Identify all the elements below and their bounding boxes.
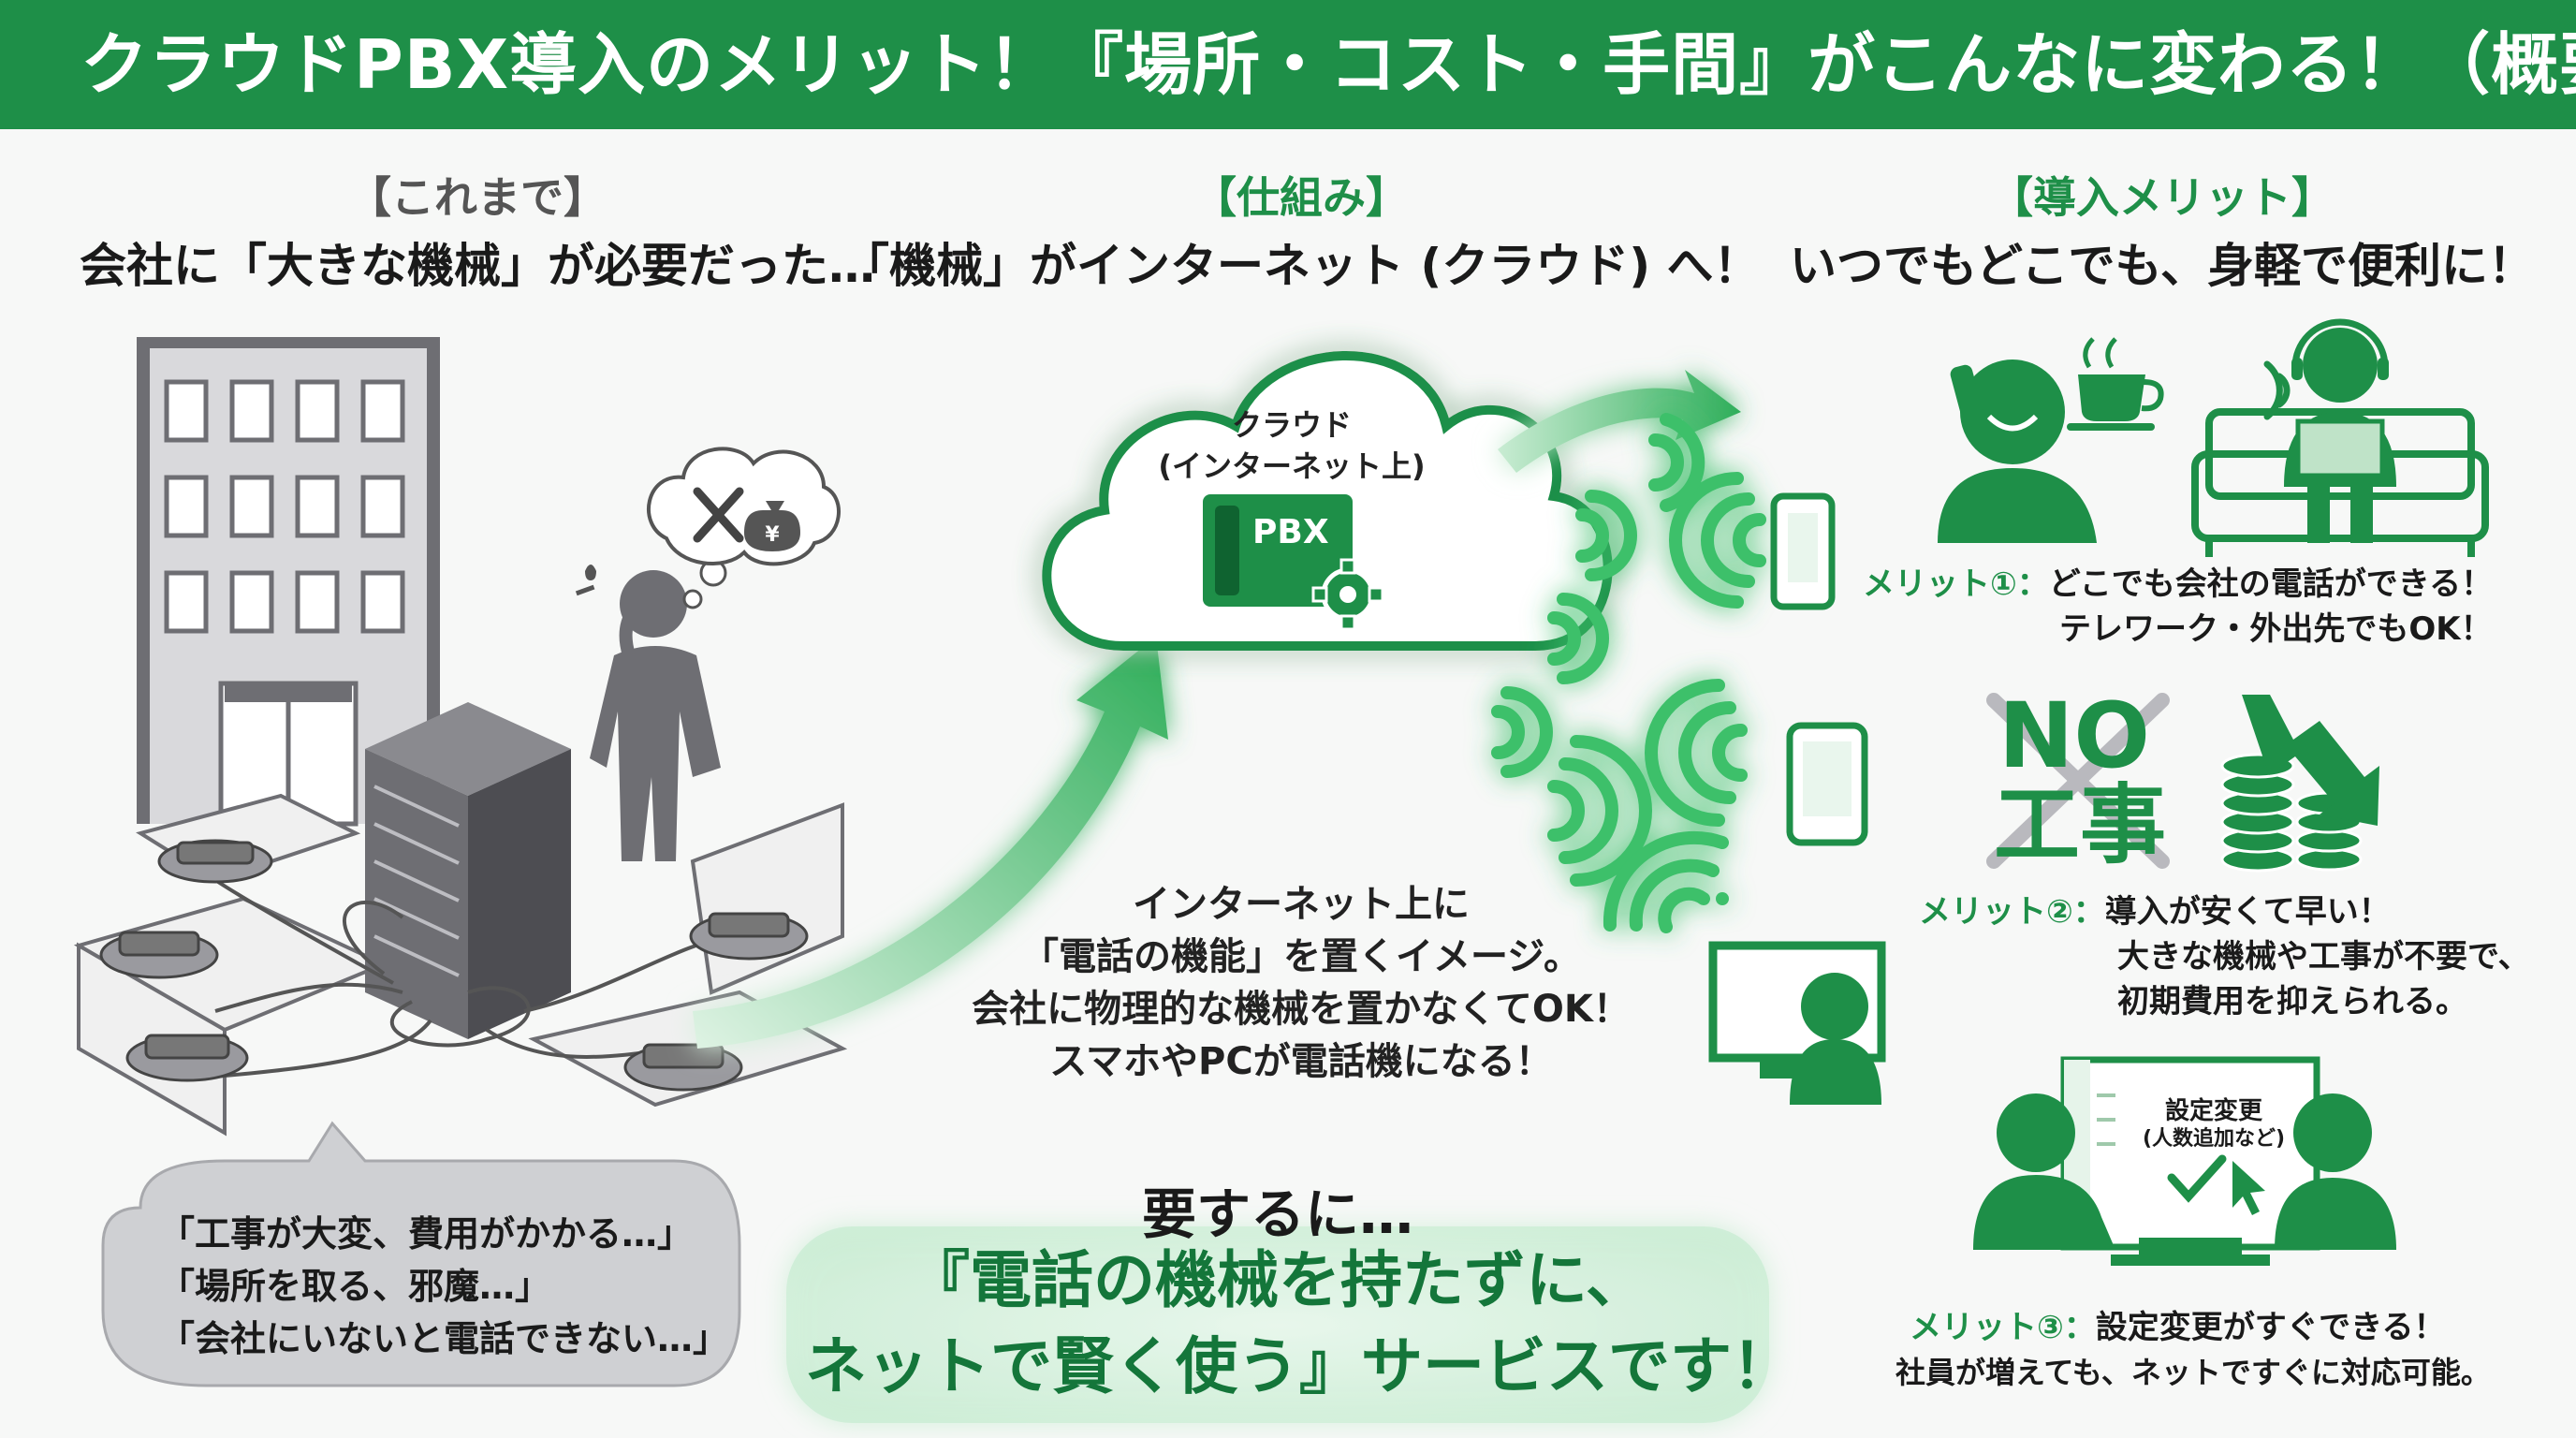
screen-subtitle: (人数追加など) [2142, 1127, 2286, 1151]
cloud-label: クラウド [1231, 407, 1352, 443]
person-at-desk-icon [1973, 1093, 2396, 1250]
screen-title: 設定変更 [2164, 1097, 2262, 1125]
coin-stack-icon [2220, 753, 2363, 873]
summary-line-1: 『電話の機械を持たずに、 [907, 1244, 1648, 1316]
desk-phone-icon [157, 839, 273, 884]
arrow-to-devices [1498, 370, 1741, 473]
merit-2-label: メリット②： [1919, 893, 2105, 931]
office-building-icon [137, 337, 440, 827]
server-rack-icon [365, 702, 571, 1039]
pbx-device-icon [1203, 494, 1353, 607]
no-work-text: NO [1998, 683, 2150, 788]
wifi-signal-icon [2263, 360, 2291, 420]
pc-user-person-icon [1790, 973, 1881, 1105]
desk-phone-icon [99, 931, 219, 979]
cursor-icon [2232, 1161, 2265, 1215]
desk-phone-icon [689, 912, 809, 961]
checkmark-icon [2167, 1154, 2227, 1203]
complaint-speech-bubble [101, 1121, 741, 1387]
complaint-line-3: 「会社にいないと電話できない…」 [159, 1318, 729, 1359]
construction-text: 工事 [1994, 775, 2167, 875]
worried-person-icon [590, 570, 721, 861]
svg-text:¥: ¥ [765, 523, 780, 547]
merit-1-headline: どこでも会社の電話ができる！ [2048, 565, 2494, 603]
page-title: クラウドPBX導入のメリット！『場所・コスト・手間』がこんなに変わる！（概要） [0, 0, 2576, 129]
summary-lead: 要するに… [1141, 1182, 1413, 1246]
middle-subtitle: 「機械」がインターネット (クラウド) へ！ [842, 239, 1761, 293]
right-tag: 【導入メリット】 [1990, 172, 2334, 223]
complaint-line-2: 「場所を取る、邪魔…」 [159, 1266, 551, 1307]
left-subtitle: 会社に「大きな機械」が必要だった… [80, 239, 875, 293]
coffee-cup-icon [2067, 337, 2164, 431]
merit-3-line-1: メリット③：設定変更がすぐできる！ [1910, 1305, 2445, 1350]
sweat-drops-icon [575, 565, 596, 596]
merit-2-line-2: 大きな機械や工事が不要で、 [2117, 938, 2530, 976]
smartphone-icon [1786, 722, 1868, 846]
merit-3-headline: 設定変更がすぐできる！ [2095, 1309, 2446, 1346]
wifi-signal-icon [1491, 413, 1766, 933]
merit-2-line-1: メリット②：導入が安くて早い！ [1919, 889, 2391, 934]
pbx-label: PBX [1252, 513, 1329, 551]
mechanism-line-2: 「電話の機能」を置くイメージ。 [1021, 935, 1581, 978]
merit-3-label: メリット③： [1910, 1309, 2096, 1346]
smartphone-icon [1770, 492, 1836, 610]
cost-down-arrow-icon [2242, 695, 2379, 826]
big-arrow-to-cloud [693, 637, 1168, 1049]
desk-phone-icon [125, 1034, 249, 1082]
person-on-phone-icon [1938, 360, 2097, 543]
mechanism-line-4: スマホやPCが電話機になる！ [1049, 1040, 1553, 1083]
no-construction-cross-icon [1986, 693, 2170, 869]
thought-bubble: ¥ [647, 447, 841, 609]
merit-2-headline: 導入が安くて早い！ [2104, 893, 2391, 931]
merit-1-line-1: メリット①：どこでも会社の電話ができる！ [1863, 562, 2493, 607]
cloud-sublabel: (インターネット上) [1158, 448, 1426, 484]
merit-1-line-2: テレワーク・外出先でもOK！ [2059, 610, 2493, 648]
desk-phone-icon [623, 1043, 743, 1092]
mechanism-line-1: インターネット上に [1133, 883, 1470, 926]
merit-2-line-3: 初期費用を抑えられる。 [2117, 983, 2467, 1020]
headset-person-icon [2284, 318, 2396, 543]
merit-1-label: メリット①： [1863, 565, 2049, 603]
summary-line-2: ネットで賢く使う』サービスです！ [805, 1330, 1793, 1402]
summary-panel [786, 1226, 1769, 1423]
complaint-line-1: 「工事が大変、費用がかかる…」 [159, 1213, 694, 1255]
yen-money-bag-icon: ¥ [744, 501, 800, 551]
merit-3-line-2: 社員が増えても、ネットですぐに対応可能。 [1895, 1355, 2491, 1390]
right-subtitle: いつでもどこでも、身軽で便利に！ [1790, 239, 2535, 293]
middle-tag: 【仕組み】 [1193, 172, 1409, 223]
tools-icon [693, 487, 744, 543]
mechanism-line-3: 会社に物理的な機械を置かなくてOK！ [972, 988, 1631, 1031]
left-tag: 【これまで】 [348, 172, 607, 223]
gear-icon [1311, 558, 1384, 631]
